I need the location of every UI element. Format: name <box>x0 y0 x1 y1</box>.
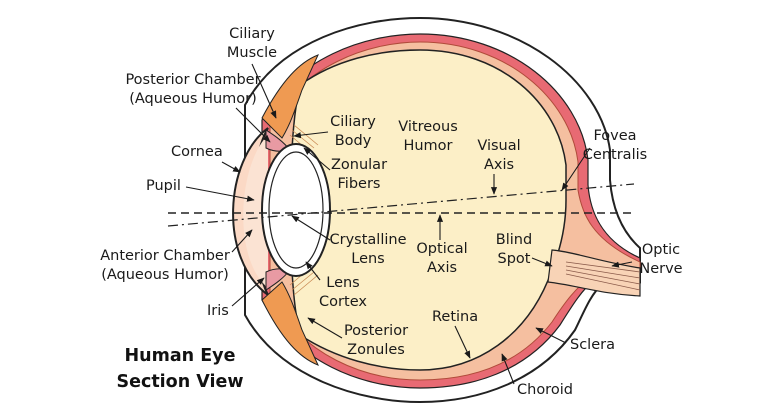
label-text: Ciliary <box>229 26 275 42</box>
label-text: Body <box>334 133 372 149</box>
leader-posterior-zonules <box>307 317 343 339</box>
leader-posterior-chamber <box>235 107 271 143</box>
label-text: Pupil <box>146 178 181 194</box>
leader-zonular-fibers <box>303 147 331 171</box>
ciliary-muscle-bottom <box>261 281 319 366</box>
leader-cornea <box>221 161 241 173</box>
label-text: Posterior <box>343 323 409 339</box>
leader-pupil <box>185 186 255 202</box>
label-text: Lens <box>326 275 360 291</box>
leader-ciliary-body <box>293 131 329 139</box>
leader-retina <box>454 325 471 359</box>
label-text: Fibers <box>337 176 381 192</box>
label-text: Zonules <box>347 342 405 358</box>
label-posterior-chamber: Posterior Chamber (Aqueous Humor) <box>117 71 269 109</box>
label-pupil: Pupil <box>146 177 181 196</box>
label-iris: Iris <box>207 302 229 321</box>
anterior-chamber-shape <box>243 135 268 288</box>
label-text: Lens <box>351 251 385 267</box>
label-text: Retina <box>432 309 479 325</box>
leader-fovea <box>561 147 591 191</box>
leader-anterior-chamber <box>231 229 253 253</box>
label-text: (Aqueous Humor) <box>129 91 257 107</box>
label-text: (Aqueous Humor) <box>101 267 229 283</box>
label-text: Iris <box>207 303 229 319</box>
label-text: Ciliary <box>330 114 376 130</box>
label-text: Anterior Chamber <box>100 248 230 264</box>
lens-nucleus <box>268 151 324 269</box>
diagram-title: Human Eye Section View <box>100 343 260 395</box>
label-text: Axis <box>426 260 458 276</box>
title-line-1: Human Eye <box>124 346 236 366</box>
label-text: Optical <box>416 241 468 257</box>
label-text: Axis <box>483 157 515 173</box>
label-text: Muscle <box>226 45 278 61</box>
label-text: Optic <box>641 242 681 258</box>
label-choroid: Choroid <box>517 381 573 400</box>
leader-ciliary-muscle <box>251 63 277 119</box>
label-text: Humor <box>403 138 453 154</box>
label-text: Nerve <box>639 261 683 277</box>
label-anterior-chamber: Anterior Chamber (Aqueous Humor) <box>99 247 231 285</box>
optic-nerve-shape <box>547 249 641 297</box>
label-text: Visual <box>477 138 521 154</box>
label-text: Posterior Chamber <box>125 72 261 88</box>
title-line-2: Section View <box>116 372 244 392</box>
leader-sclera <box>535 327 567 344</box>
label-text: Blind <box>495 232 533 248</box>
leader-choroid <box>501 353 515 385</box>
label-text: Cortex <box>319 294 367 310</box>
label-retina: Retina <box>432 308 478 327</box>
leader-blind-spot <box>531 257 553 267</box>
visual-axis-line <box>167 183 635 227</box>
label-text: Choroid <box>517 382 573 398</box>
label-text: Sclera <box>570 337 615 353</box>
leader-optic-nerve <box>611 261 633 268</box>
label-text: Vitreous <box>398 119 458 135</box>
label-text: Cornea <box>171 144 223 160</box>
leader-crystalline-lens <box>291 215 331 241</box>
label-text: Zonular <box>330 157 388 173</box>
leader-lens-cortex <box>305 261 321 281</box>
leader-iris <box>231 277 265 307</box>
label-text: Centralis <box>582 147 648 163</box>
label-text: Crystalline <box>329 232 407 248</box>
label-text: Fovea <box>593 128 637 144</box>
label-cornea: Cornea <box>171 143 223 162</box>
optic-nerve-fibers <box>565 261 641 291</box>
label-sclera: Sclera <box>570 336 615 355</box>
label-text: Spot <box>497 251 531 267</box>
